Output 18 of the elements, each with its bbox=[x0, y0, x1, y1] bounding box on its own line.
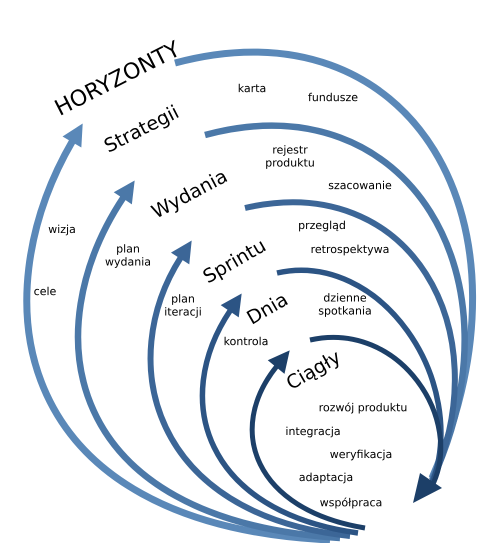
practice-label: plan iteracji bbox=[165, 294, 201, 318]
practice-label: adaptacja bbox=[300, 472, 352, 484]
practice-label: rejestr produktu bbox=[266, 145, 314, 169]
practice-label: wizja bbox=[48, 224, 75, 236]
practice-label: rozwój produktu bbox=[320, 402, 406, 414]
practice-label: kontrola bbox=[224, 336, 268, 346]
practice-label: cele bbox=[34, 286, 56, 296]
practice-label: weryfikacja bbox=[330, 450, 392, 460]
practice-label: przegląd bbox=[299, 220, 345, 232]
horizon-label: Dnia bbox=[246, 296, 288, 324]
practice-label: współpraca bbox=[320, 497, 382, 509]
practice-label: dzienne spotkania bbox=[318, 293, 371, 317]
practice-label: karta bbox=[238, 84, 266, 92]
practice-label: plan wydania bbox=[105, 244, 150, 268]
practice-label: fundusze bbox=[308, 92, 358, 102]
practice-label: szacowanie bbox=[328, 180, 392, 190]
practice-label: integracja bbox=[286, 426, 340, 438]
practice-label: retrospektywa bbox=[312, 244, 388, 256]
